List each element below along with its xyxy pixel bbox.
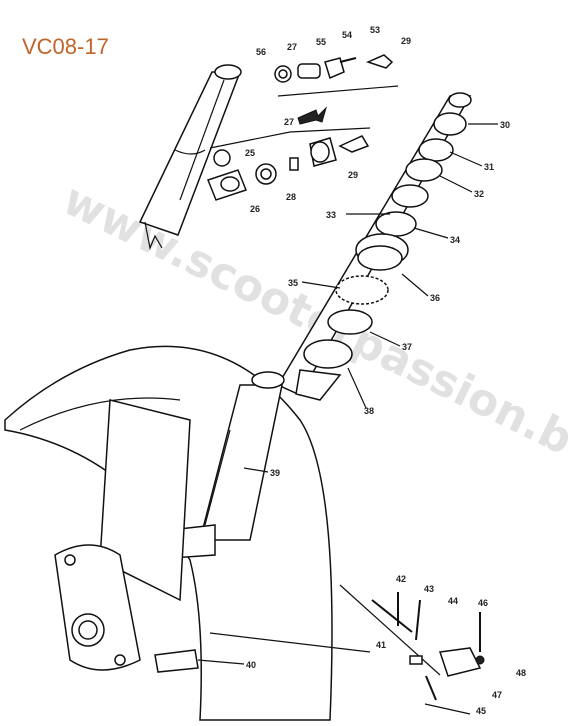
callout-47: 47 [492, 690, 502, 700]
callout-28: 28 [286, 192, 296, 202]
callout-26: 26 [250, 204, 260, 214]
leader-lines [197, 123, 498, 665]
callout-56: 56 [256, 47, 266, 57]
callout-30: 30 [500, 120, 510, 130]
callout-54: 54 [342, 30, 352, 40]
lock-parts-upper [274, 54, 399, 125]
callout-27: 27 [287, 42, 297, 52]
diagram-code: VC08-17 [22, 34, 109, 59]
callout-34: 34 [450, 235, 460, 245]
callout-35: 35 [288, 278, 298, 288]
callout-40: 40 [246, 660, 256, 670]
callout-41: 41 [376, 640, 386, 650]
callout-32: 32 [474, 189, 484, 199]
callout-36: 36 [430, 293, 440, 303]
callout-33: 33 [326, 210, 336, 220]
callout-44: 44 [448, 596, 458, 606]
callout-45: 45 [476, 706, 486, 716]
callout-39: 39 [270, 468, 280, 478]
callout-31: 31 [484, 162, 494, 172]
callout-25: 25 [245, 148, 255, 158]
callout-29-b: 29 [348, 170, 358, 180]
callout-43: 43 [424, 584, 434, 594]
callout-53: 53 [370, 25, 380, 35]
callout-27-b: 27 [284, 117, 294, 127]
callout-38: 38 [364, 406, 374, 416]
steering-tube [138, 64, 242, 251]
callout-37: 37 [402, 342, 412, 352]
hardware-bottom-right [339, 584, 485, 715]
callout-labels: 56 27 55 54 53 29 27 25 26 28 29 30 31 3… [245, 25, 526, 716]
callout-29: 29 [401, 36, 411, 46]
callout-46: 46 [478, 598, 488, 608]
fork-and-fender [4, 345, 371, 721]
callout-55: 55 [316, 37, 326, 47]
callout-42: 42 [396, 574, 406, 584]
headset-stack [276, 92, 472, 401]
callout-48: 48 [516, 668, 526, 678]
lock-parts-middle [207, 127, 371, 201]
